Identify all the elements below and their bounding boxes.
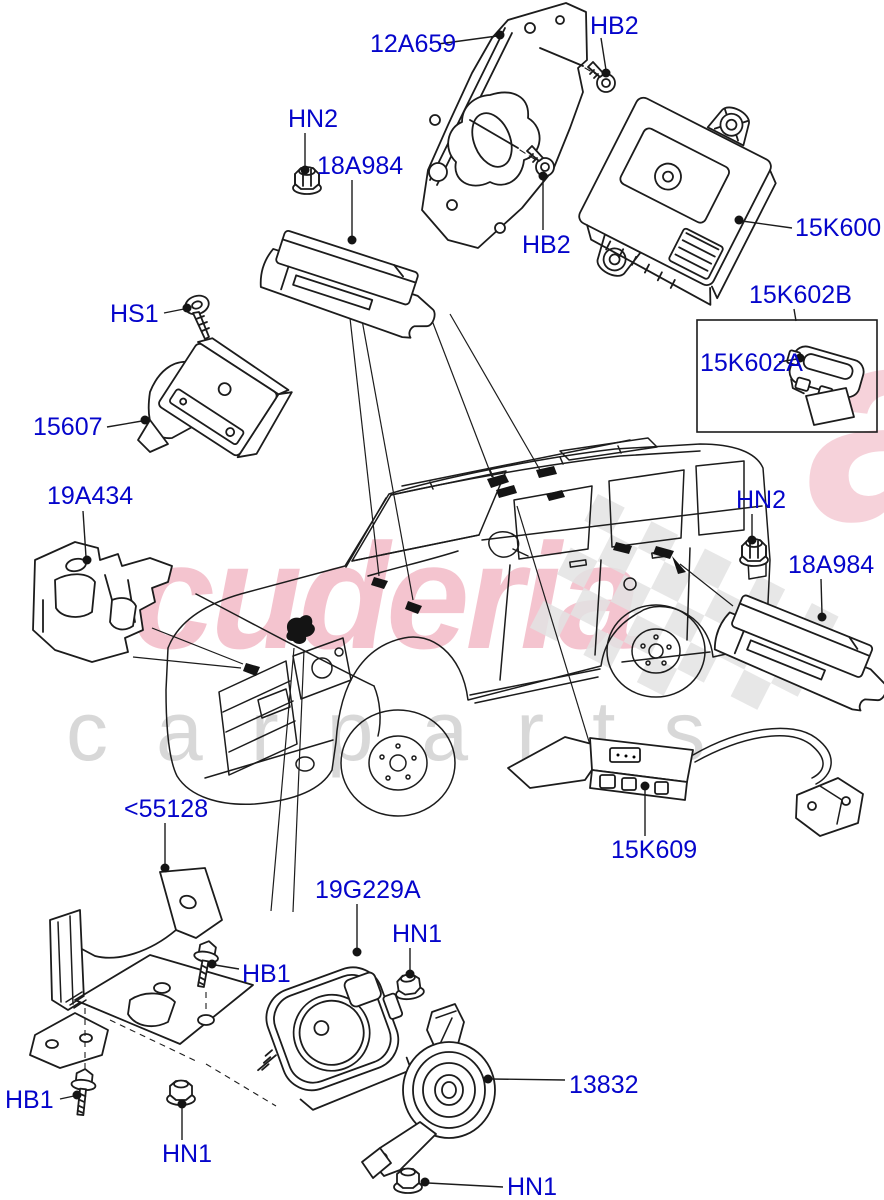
vehicle-illustration: [165, 437, 771, 817]
part-15k602a-module: [786, 345, 865, 401]
label-hn2-right[interactable]: HN2: [736, 486, 786, 514]
label-hb2-top[interactable]: HB2: [590, 12, 639, 40]
label-hb2-mid[interactable]: HB2: [522, 231, 571, 259]
part-15k600-module: [578, 96, 777, 306]
part-hn1-nut-bottomleft: [166, 1079, 196, 1106]
part-hb1-bolt-left: [70, 1068, 97, 1117]
label-13832[interactable]: 13832: [569, 1071, 639, 1099]
label-15k602a[interactable]: 15K602A: [700, 349, 803, 377]
part-19g229a-sounder: [257, 966, 413, 1111]
part-12a659-bracket: [421, 2, 600, 249]
label-19a434[interactable]: 19A434: [47, 482, 133, 510]
label-hn1-bottomleft[interactable]: HN1: [162, 1140, 212, 1168]
part-18a984-antenna-top: [259, 229, 436, 339]
label-hn1-mid[interactable]: HN1: [392, 920, 442, 948]
part-13832-horn: [361, 1003, 496, 1179]
label-15k600[interactable]: 15K600: [795, 214, 881, 242]
label-hb1-left[interactable]: HB1: [5, 1086, 54, 1114]
part-hn2-nut-top: [292, 166, 322, 195]
mount-location-markers: [243, 466, 686, 676]
label-18a984-right[interactable]: 18A984: [788, 551, 874, 579]
label-hn2-top[interactable]: HN2: [288, 105, 338, 133]
location-pointer-lines: [132, 309, 734, 913]
label-15607[interactable]: 15607: [33, 413, 103, 441]
label-15k602b[interactable]: 15K602B: [749, 281, 852, 309]
part-hn1-nut-bottom: [393, 1167, 423, 1194]
part-15k609-module: [507, 727, 864, 837]
label-hn1-bottom[interactable]: HN1: [507, 1173, 557, 1200]
part-18a984-antenna-right: [713, 594, 884, 712]
label-55128[interactable]: <55128: [124, 795, 208, 823]
part-15k602-pad: [805, 387, 855, 426]
part-hs1-screw: [184, 294, 210, 340]
part-15607-module: [137, 337, 293, 459]
part-55128-bracket: [29, 867, 277, 1107]
part-hb2-screw-mid: [526, 145, 555, 177]
label-12a659[interactable]: 12A659: [370, 30, 456, 58]
label-hs1[interactable]: HS1: [110, 300, 159, 328]
leader-lines: [59, 30, 827, 1188]
label-19g229a[interactable]: 19G229A: [315, 876, 421, 904]
part-19a434-bracket: [32, 541, 173, 663]
label-15k609[interactable]: 15K609: [611, 836, 697, 864]
part-hb1-bolt-mid: [193, 940, 219, 988]
part-15k602b-kit-box: [696, 319, 878, 433]
label-18a984-top[interactable]: 18A984: [317, 152, 403, 180]
label-hb1-mid[interactable]: HB1: [242, 960, 291, 988]
part-labels: 12A659 HB2 HN2 18A984 15K600 HB2 15K602B…: [5, 12, 881, 1200]
part-hb2-screw-top: [587, 61, 616, 93]
